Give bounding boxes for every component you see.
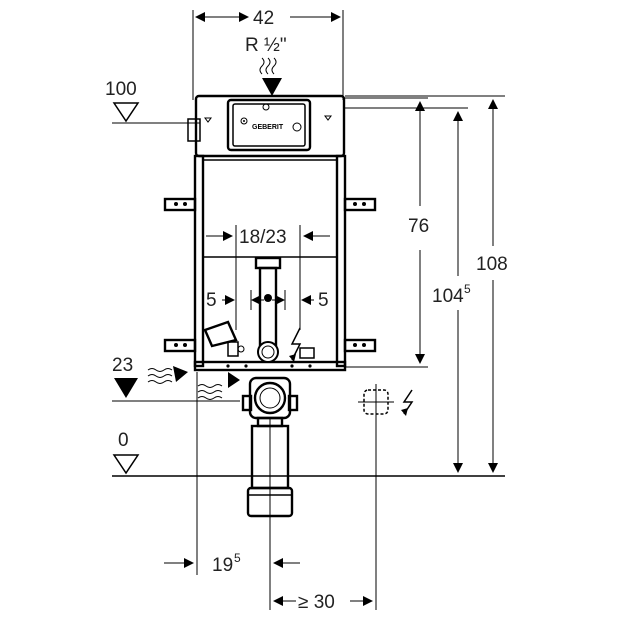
- dimension-19-label: 19: [212, 555, 233, 576]
- dimension-19-superscript: 5: [234, 551, 241, 565]
- water-inlet-symbol: [147, 366, 240, 400]
- dimension-height-104: 104 5: [345, 107, 471, 473]
- dimension-spacing-18-23: 18/23: [206, 225, 330, 330]
- level-100-label: 100: [105, 79, 137, 100]
- dimension-76-label: 76: [408, 216, 429, 237]
- electrical-box-symbol: [358, 384, 414, 420]
- supply-thread-label: R ½": [245, 35, 287, 56]
- level-marker-23: 23: [112, 355, 240, 402]
- water-supply-symbol: R ½": [245, 35, 287, 96]
- brand-logo: GEBERIT: [252, 124, 284, 131]
- level-marker-100: 100: [105, 79, 200, 124]
- dimension-height-108: 108: [345, 95, 508, 473]
- level-marker-0: 0: [112, 430, 140, 475]
- dimension-top-width: 42: [192, 8, 344, 100]
- dimension-104-superscript: 5: [464, 282, 471, 296]
- dimension-104-label: 104: [432, 286, 464, 307]
- level-0-label: 0: [118, 430, 129, 451]
- dimension-offset-right: 5: [272, 290, 329, 311]
- electrical-symbol-inner: [289, 327, 302, 362]
- level-23-label: 23: [112, 355, 133, 376]
- dimension-min-30-label: ≥ 30: [298, 592, 335, 613]
- dimension-min-30: ≥ 30: [273, 420, 377, 613]
- dimension-5-right-label: 5: [318, 290, 329, 311]
- dimension-42-label: 42: [253, 8, 274, 29]
- dimension-bottom-19: 19 5: [164, 372, 300, 610]
- installation-frame: GEBERIT: [163, 94, 377, 372]
- dimension-offset-left: 5: [206, 290, 264, 311]
- dimension-18-23-label: 18/23: [239, 227, 287, 248]
- dimension-5-left-label: 5: [206, 290, 217, 311]
- dimension-108-label: 108: [476, 254, 508, 275]
- dimension-height-76: 76: [345, 97, 429, 368]
